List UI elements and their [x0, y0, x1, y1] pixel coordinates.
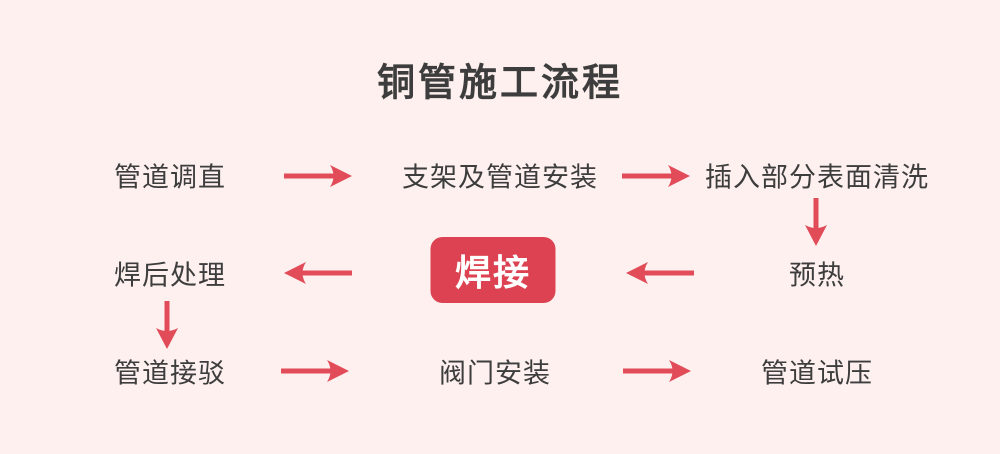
step-bracket-and-pipe-installation: 支架及管道安装 [402, 162, 598, 194]
arrow-right-icon [622, 163, 690, 189]
step-pipe-straightening: 管道调直 [114, 162, 226, 194]
step-preheating: 预热 [789, 260, 845, 292]
arrow-right-icon [623, 358, 691, 384]
arrow-left-icon [626, 260, 694, 286]
arrow-right-icon [281, 358, 349, 384]
step-pipe-pressure-test: 管道试压 [761, 358, 873, 390]
arrow-down-icon [154, 301, 180, 349]
arrow-down-icon [803, 198, 829, 246]
step-insert-surface-cleaning: 插入部分表面清洗 [705, 162, 929, 194]
step-valve-installation: 阀门安装 [439, 358, 551, 390]
step-pipe-connection: 管道接驳 [114, 358, 226, 390]
arrow-right-icon [284, 163, 352, 189]
step-welding-highlight-box: 焊接 [430, 237, 556, 303]
page-title: 铜管施工流程 [376, 60, 624, 105]
arrow-left-icon [284, 260, 352, 286]
step-post-weld-treatment: 焊后处理 [114, 260, 226, 292]
